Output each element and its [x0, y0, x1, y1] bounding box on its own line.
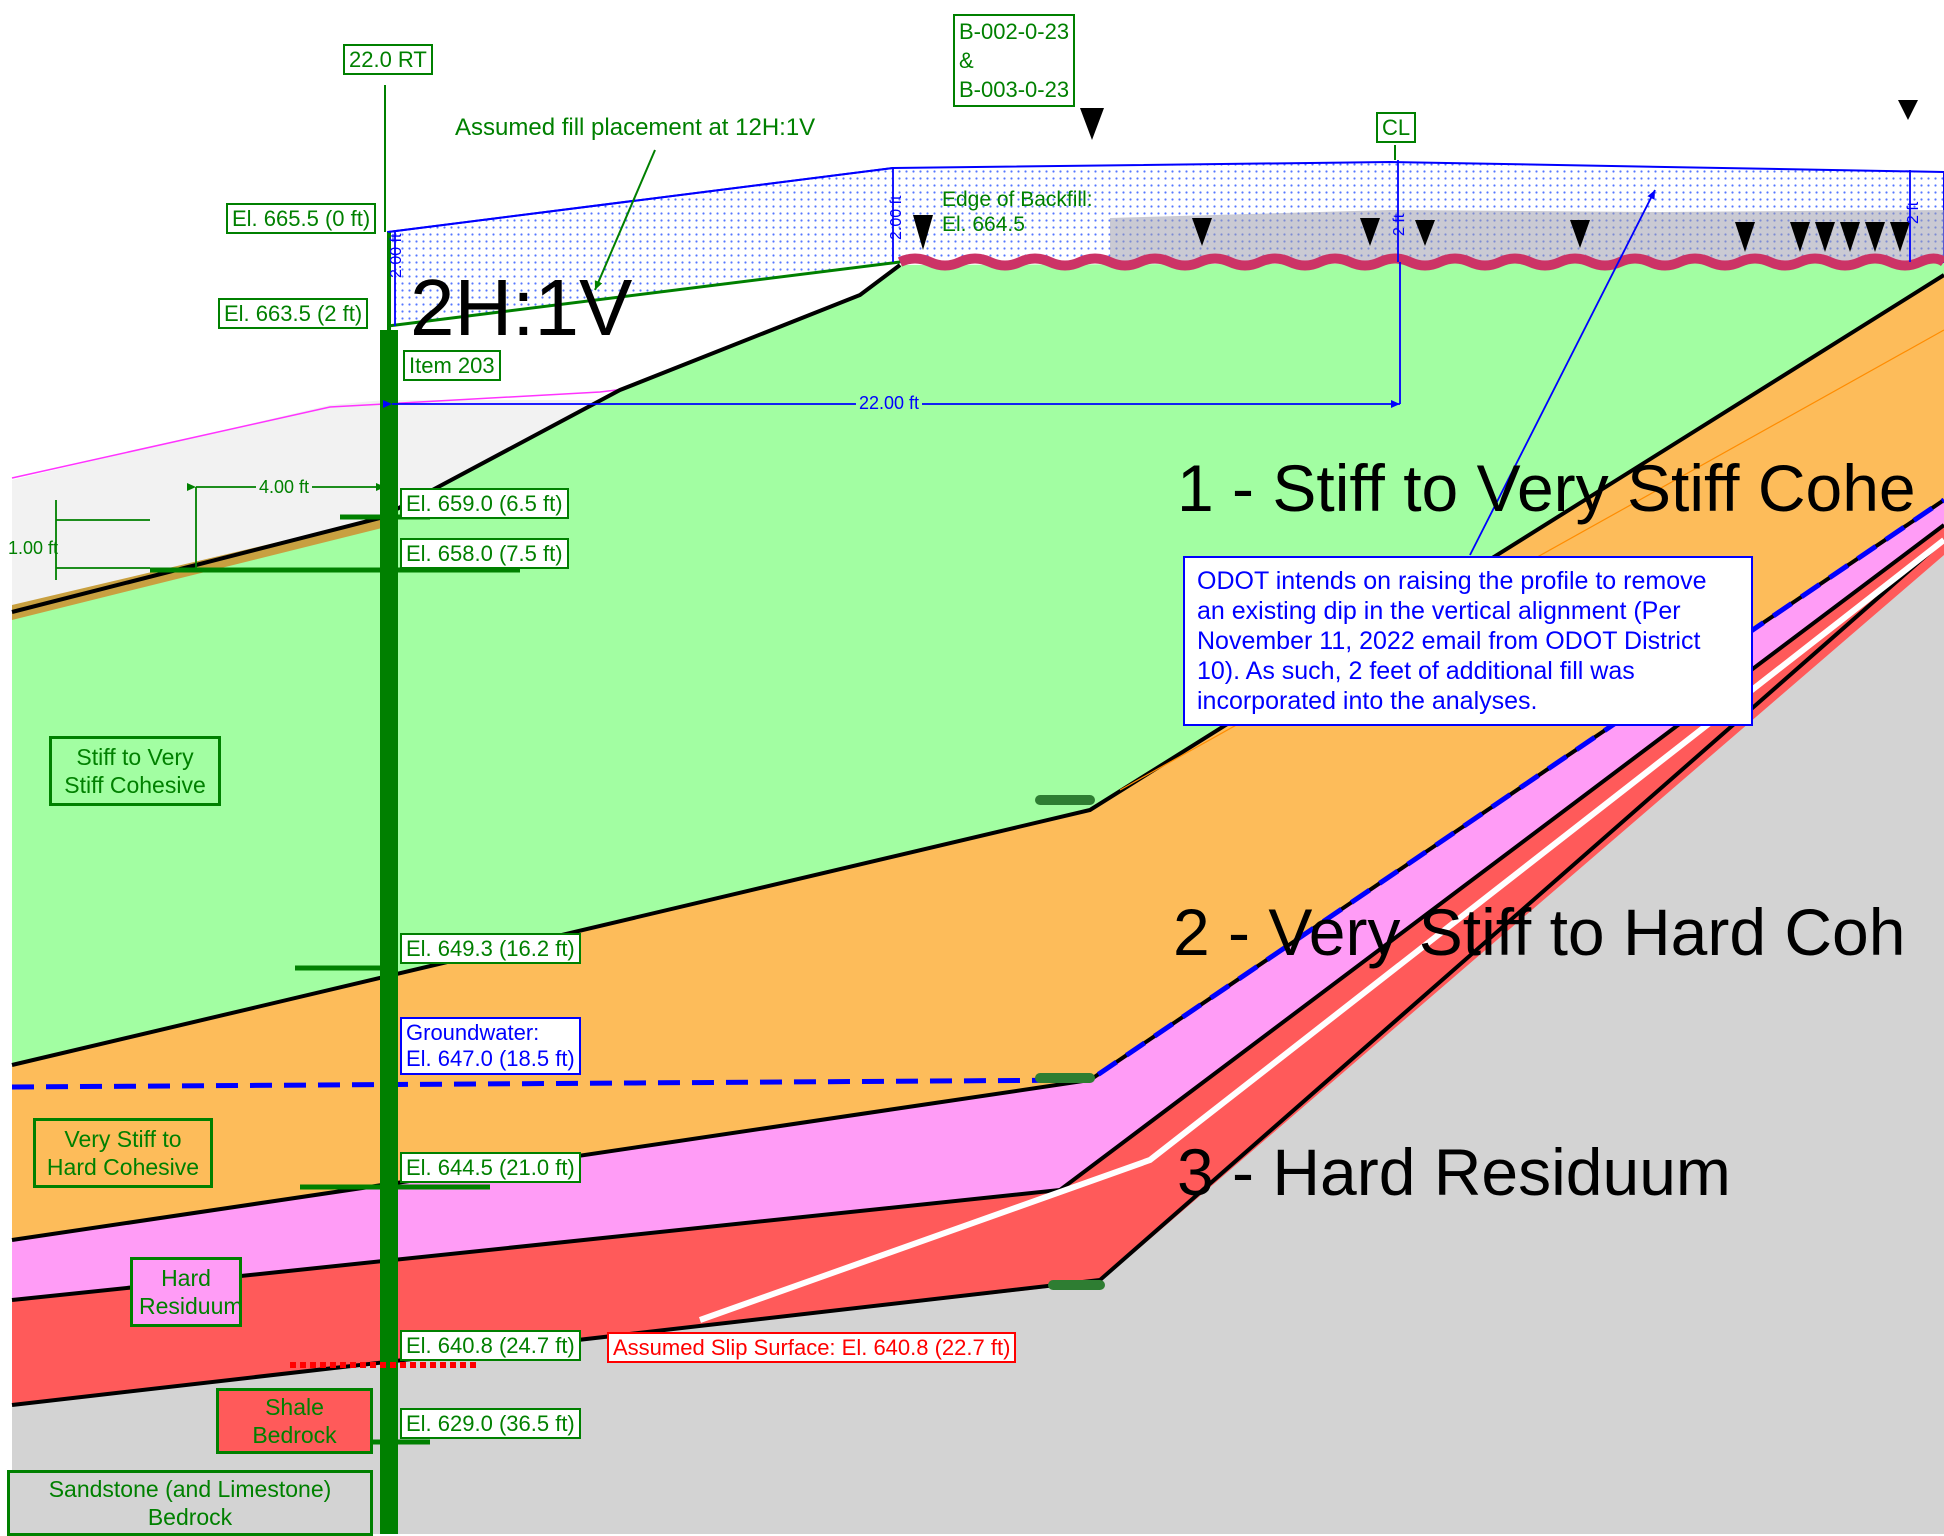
groundwater-title: Groundwater:	[406, 1020, 540, 1045]
elevation-tag: El. 640.8 (24.7 ft)	[400, 1330, 581, 1361]
load-arrow-icon	[913, 100, 1918, 252]
boundary-1	[11, 263, 902, 614]
material-residuum: Hard Residuum	[130, 1257, 243, 1327]
dim-1ft: 1.00 ft	[8, 538, 59, 558]
hard-cohesive-layer	[12, 275, 1944, 1240]
fill-top-line	[387, 167, 894, 233]
boring-amp: &	[959, 48, 974, 73]
groundwater-elevation: El. 647.0 (18.5 ft)	[406, 1046, 575, 1071]
layer-title-2: 2 - Very Stiff to Hard Coh	[1173, 895, 1906, 969]
elevation-tag: El. 649.3 (16.2 ft)	[400, 933, 581, 964]
dim-22ft: 22.00 ft	[856, 393, 923, 414]
elevation-tag: El. 644.5 (21.0 ft)	[400, 1152, 581, 1183]
slope-ratio-label: 2H:1V	[410, 263, 633, 352]
layer-title-3: 3 - Hard Residuum	[1177, 1135, 1731, 1209]
dim-2ft-right: 2 ft	[1905, 201, 1922, 224]
dim-2ft-left: 2.00 ft	[388, 233, 405, 278]
edge-backfill-label: Edge of Backfill: El. 664.5	[942, 187, 1093, 237]
station-label: 22.0 RT	[343, 44, 433, 75]
elevation-tag: El. 663.5 (2 ft)	[218, 298, 369, 329]
edge-backfill-line2: El. 664.5	[942, 213, 1025, 236]
dim-4ft: 4.00 ft	[256, 477, 313, 498]
groundwater-label: Groundwater: El. 647.0 (18.5 ft)	[400, 1017, 581, 1075]
item-label: Item 203	[403, 350, 501, 381]
material-shale: Shale Bedrock	[216, 1388, 373, 1454]
green-pins	[1035, 795, 1105, 1290]
groundwater-line	[11, 497, 1944, 1090]
boring-ids-label: B-002-0-23 & B-003-0-23	[953, 14, 1076, 107]
boundary-1b	[11, 273, 1944, 1067]
fill-slope-line	[387, 260, 901, 328]
elevation-tag: El. 659.0 (6.5 ft)	[400, 488, 569, 519]
elevation-tag: El. 665.5 (0 ft)	[226, 203, 377, 234]
dim-2ft-cl: 2 ft	[1391, 213, 1408, 236]
material-hard-cohesive: Very Stiff to Hard Cohesive	[33, 1118, 213, 1188]
elevation-tag: El. 658.0 (7.5 ft)	[400, 538, 569, 569]
white-line	[698, 537, 1944, 1323]
pavement-strip	[897, 253, 1944, 271]
stiff-cohesive-layer	[12, 262, 1944, 1065]
odot-note: ODOT intends on raising the profile to r…	[1183, 556, 1753, 726]
dim-2ft-mid: 2.00 ft	[888, 195, 905, 240]
fill-note: Assumed fill placement at 12H:1V	[455, 114, 816, 141]
bedrock-layer	[12, 540, 1944, 1534]
slip-surface-label: Assumed Slip Surface: El. 640.8 (22.7 ft…	[607, 1332, 1017, 1363]
layer-title-1: 1 - Stiff to Very Stiff Cohe	[1177, 451, 1916, 525]
material-stiff-cohesive: Stiff to Very Stiff Cohesive	[49, 736, 221, 806]
residuum-layer	[12, 500, 1944, 1300]
centerline-label: CL	[1376, 112, 1417, 143]
elevation-tag: El. 629.0 (36.5 ft)	[400, 1408, 581, 1439]
boring-id-1: B-002-0-23	[959, 19, 1070, 44]
material-bedrock: Sandstone (and Limestone) Bedrock	[7, 1470, 373, 1536]
edge-backfill-line1: Edge of Backfill:	[942, 188, 1093, 211]
fill-leader	[594, 149, 656, 291]
boring-id-2: B-003-0-23	[959, 77, 1070, 102]
